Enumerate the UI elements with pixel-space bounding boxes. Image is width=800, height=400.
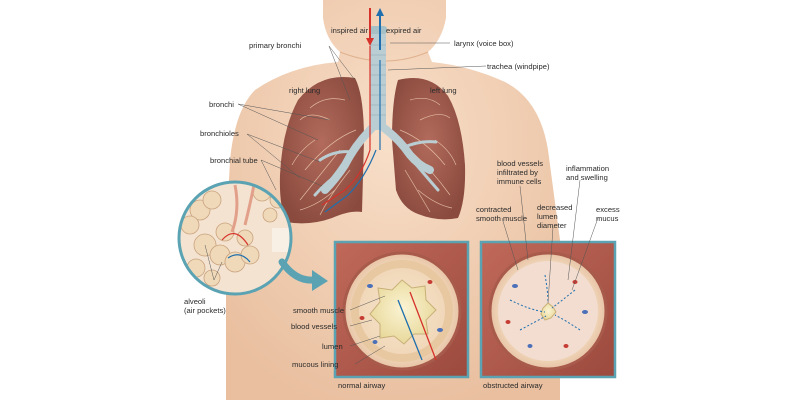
label-decreased-lumen: decreased lumen diameter — [537, 203, 573, 230]
label-bronchial-tube: bronchial tube — [210, 156, 258, 165]
left-lung-shape — [392, 78, 466, 220]
lungs — [279, 76, 466, 224]
label-inflammation: inflammation and swelling — [566, 164, 610, 182]
label-smooth-muscle: smooth muscle — [293, 306, 345, 315]
label-right-lung: right lung — [289, 86, 321, 95]
obstructed-airway-panel — [479, 240, 617, 379]
caption-obstructed-airway: obstructed airway — [483, 381, 543, 390]
airway-tree — [313, 26, 440, 197]
label-contracted-smooth-muscle: contracted smooth muscle — [476, 205, 528, 223]
label-excess-mucus: excess mucus — [596, 205, 620, 223]
label-trachea: trachea (windpipe) — [487, 62, 550, 71]
normal-airway-panel — [333, 240, 470, 379]
airflow-arrows — [321, 8, 384, 213]
right-lung-shape — [279, 76, 364, 224]
label-lumen: lumen — [322, 342, 343, 351]
label-primary-bronchi: primary bronchi — [249, 41, 302, 50]
label-bronchioles: bronchioles — [200, 129, 239, 138]
label-expired-air: expired air — [386, 26, 422, 35]
leader-lines — [204, 42, 599, 365]
label-left-lung: left lung — [430, 86, 457, 95]
label-mucous-lining: mucous lining — [292, 360, 339, 369]
label-inspired-air: inspired air — [331, 26, 369, 35]
alveoli-magnifier — [177, 180, 328, 296]
caption-normal-airway: normal airway — [338, 381, 386, 390]
label-alveoli: alveoli (air pockets) — [184, 297, 226, 315]
label-blood-vessels-infiltrated: blood vessels infiltrated by immune cell… — [497, 159, 544, 186]
label-larynx: larynx (voice box) — [454, 39, 514, 48]
label-bronchi: bronchi — [209, 100, 234, 109]
label-blood-vessels: blood vessels — [291, 322, 338, 331]
